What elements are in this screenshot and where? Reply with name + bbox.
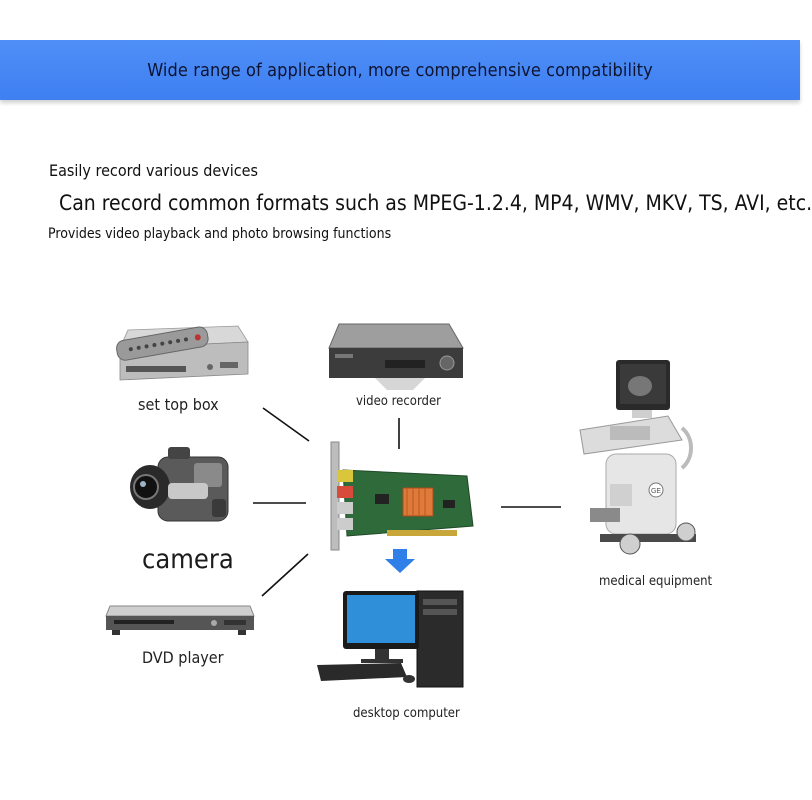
camera-image	[130, 447, 229, 522]
dvd-player-label: DVD player	[142, 648, 224, 667]
set-top-box-image	[116, 325, 249, 381]
feature-line-formats: Can record common formats such as MPEG-1…	[59, 191, 812, 215]
camera-label: camera	[142, 544, 234, 575]
set-top-box-label: set top box	[138, 395, 219, 414]
desktop-computer-label: desktop computer	[353, 706, 460, 721]
feature-line-playback: Provides video playback and photo browsi…	[48, 226, 392, 242]
down-arrow-icon	[385, 549, 415, 573]
svg-text:GE: GE	[651, 488, 661, 495]
banner-title: Wide range of application, more comprehe…	[147, 59, 653, 81]
header-banner: Wide range of application, more comprehe…	[0, 40, 800, 100]
video-recorder-image	[328, 323, 464, 390]
video-recorder-label: video recorder	[356, 394, 441, 409]
dvd-player-image	[105, 605, 255, 635]
medical-equipment-image: GE	[579, 360, 696, 555]
desktop-computer-image	[317, 590, 464, 688]
medical-equipment-label: medical equipment	[599, 574, 713, 589]
feature-line-record-devices: Easily record various devices	[49, 161, 259, 180]
capture-card-image	[330, 441, 474, 551]
